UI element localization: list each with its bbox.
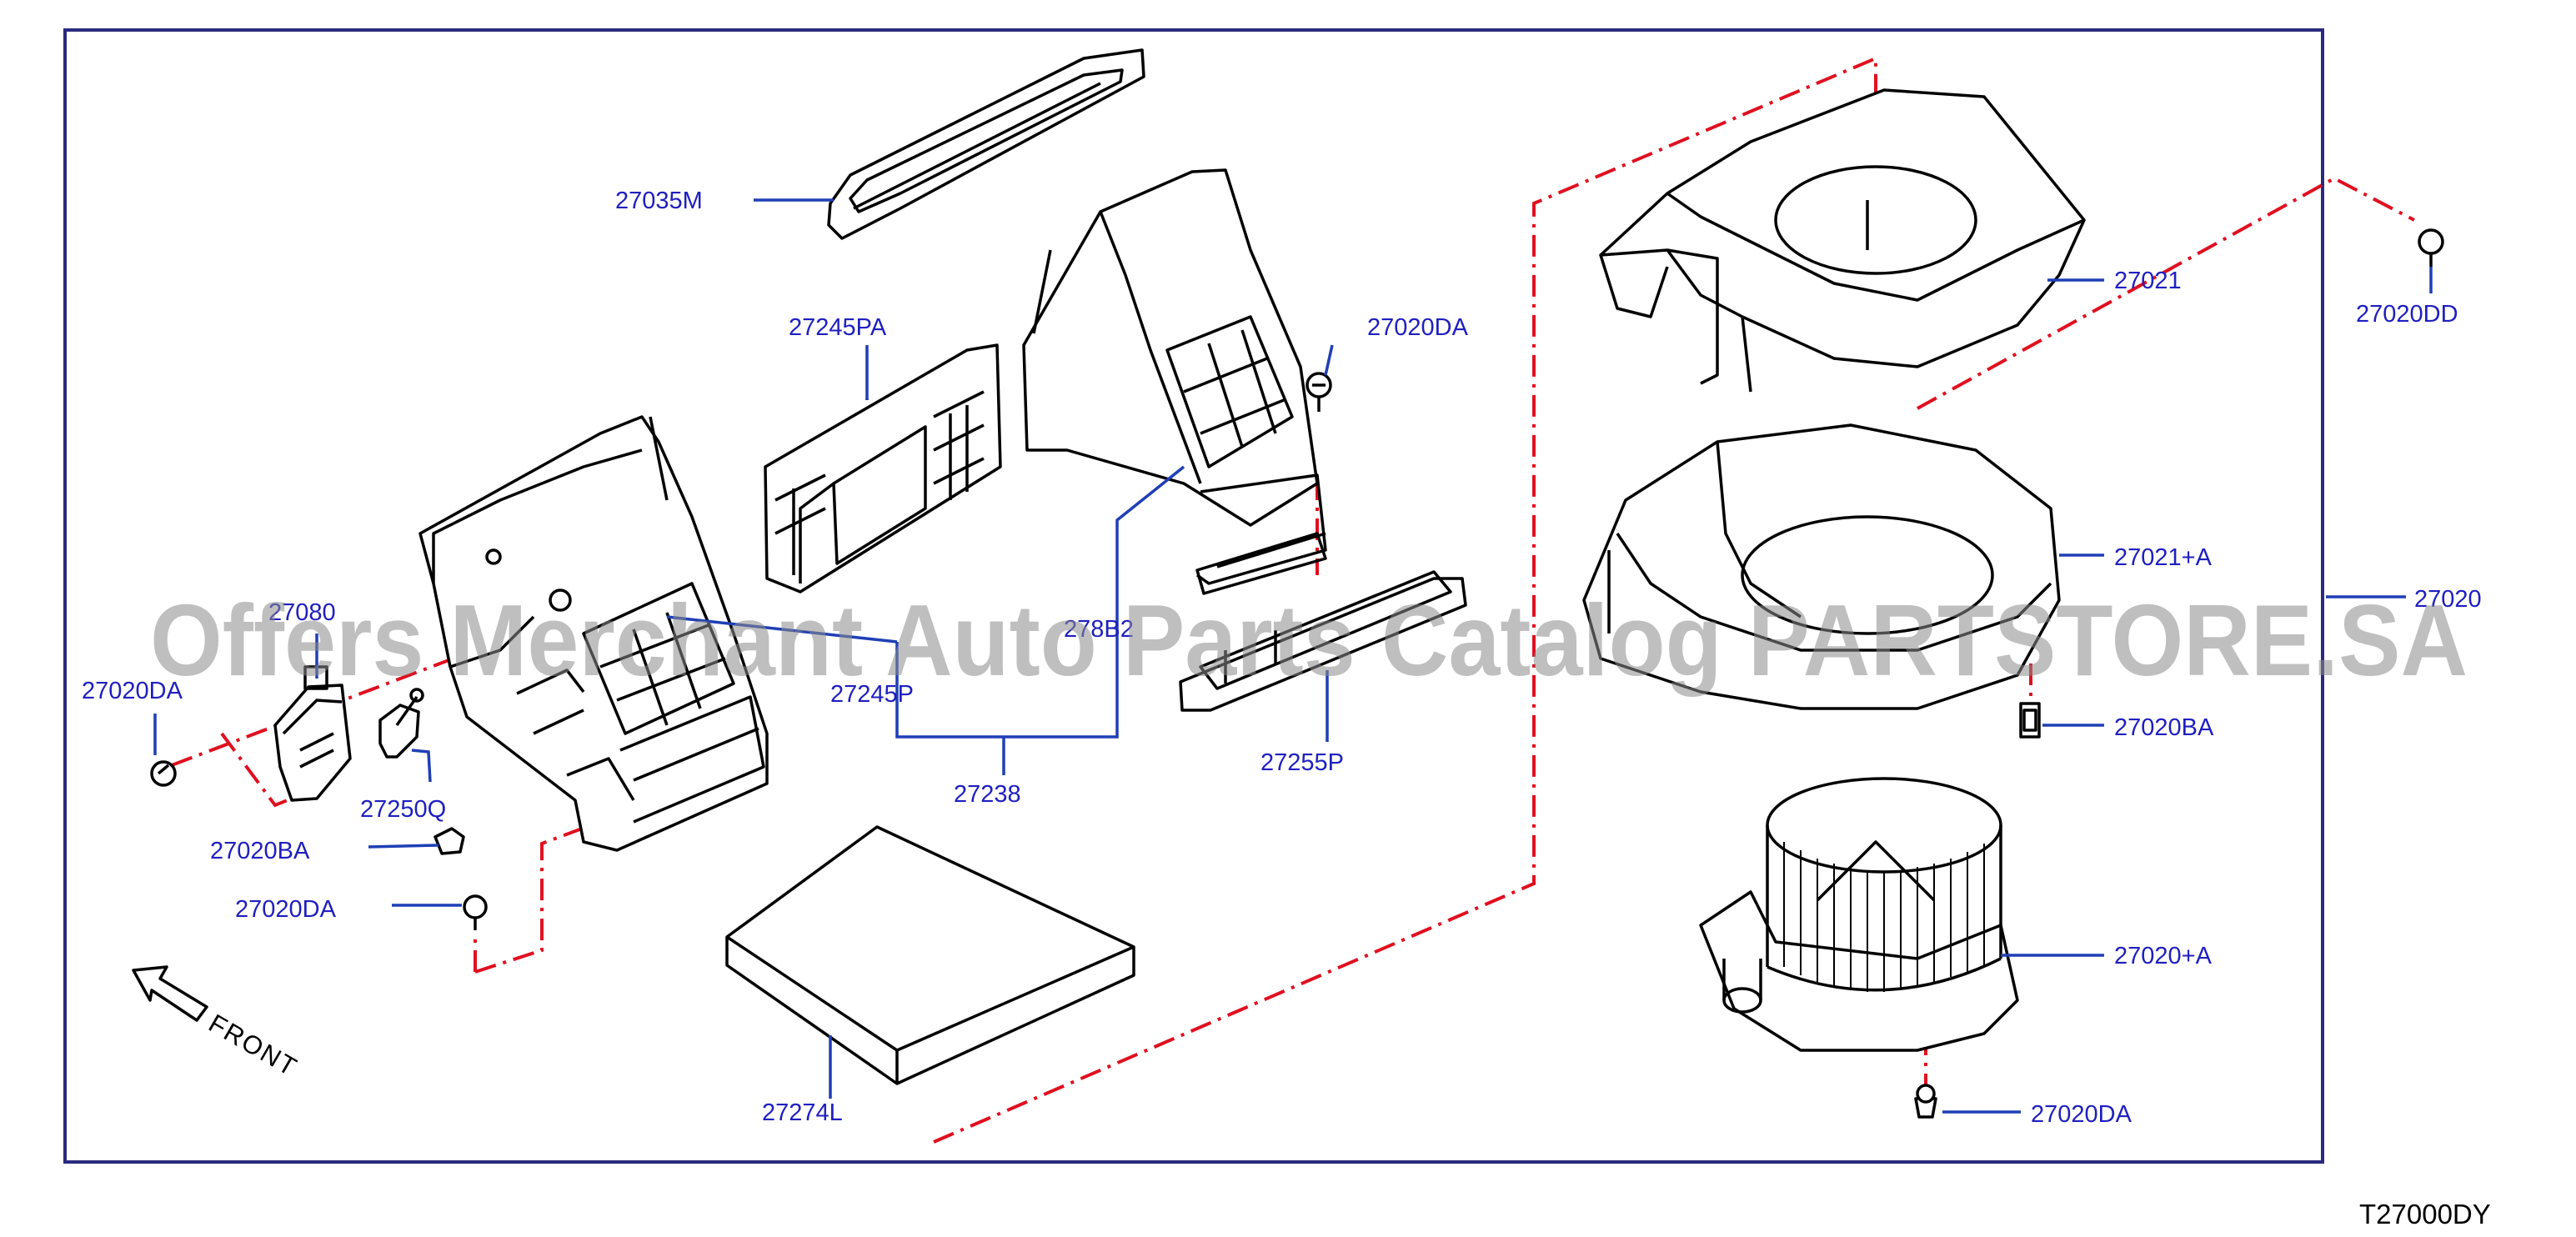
cabin-filter-part [725,825,1135,1085]
blower-motor-fan [1699,777,2019,1052]
actuator-motor-part [273,665,352,802]
front-arrow-icon [132,965,208,1022]
label-27245PA: 27245PA [789,314,887,341]
clip-fastener-bottom [463,894,488,930]
main-intake-box [418,415,769,852]
label-27020: 27020 [2414,586,2482,613]
label-27274L: 27274L [762,1099,843,1126]
clip-ba-right [2019,702,2041,739]
clip-fastener-left [150,760,177,787]
label-27020DD: 27020DD [2356,301,2458,328]
grille-part-upper [764,343,1002,593]
label-27020A: 27020+A [2114,943,2213,969]
label-27020DA-left: 27020DA [82,678,183,704]
clip-fastener-dd [2418,228,2444,267]
label-27238: 27238 [954,781,1021,808]
lower-blower-case [1582,423,2061,710]
clip-ba-left [434,827,465,855]
label-27245P: 27245P [830,681,914,708]
parts-artwork [132,48,2444,1119]
label-27255P: 27255P [1260,749,1344,776]
seal-ring-part [827,48,1145,240]
label-27020DA-right: 27020DA [2031,1101,2132,1128]
label-27020BA-right: 27020BA [2114,714,2214,741]
lever-part [378,688,424,759]
label-27021A: 27021+A [2114,544,2213,571]
label-27035M: 27035M [615,188,703,214]
label-27021: 27021 [2114,268,2182,294]
label-27250Q: 27250Q [360,796,446,823]
part-labels: 27035M 27245PA 27020DA 27080 27020DA 278… [82,188,2482,1128]
clip-fastener-top [1306,372,1332,412]
upper-intake-housing [1022,168,1327,595]
label-278B2: 278B2 [1064,616,1134,643]
label-27020DA-top: 27020DA [1367,314,1469,341]
drawing-code: T27000DY [2359,1199,2491,1229]
leader-lines [153,198,2433,1114]
diagram-frame [63,28,2324,1164]
label-27020DA-bottom: 27020DA [235,896,337,923]
filter-frame-part [1179,570,1467,712]
watermark-text: Offers Merchant Auto Parts Catalog PARTS… [150,583,2468,697]
label-27080: 27080 [268,599,336,626]
clip-fastener-right [1914,1084,1937,1119]
front-label: FRONT [204,1009,303,1083]
upper-blower-case [1599,88,2086,393]
label-27020BA-left: 27020BA [210,838,310,864]
